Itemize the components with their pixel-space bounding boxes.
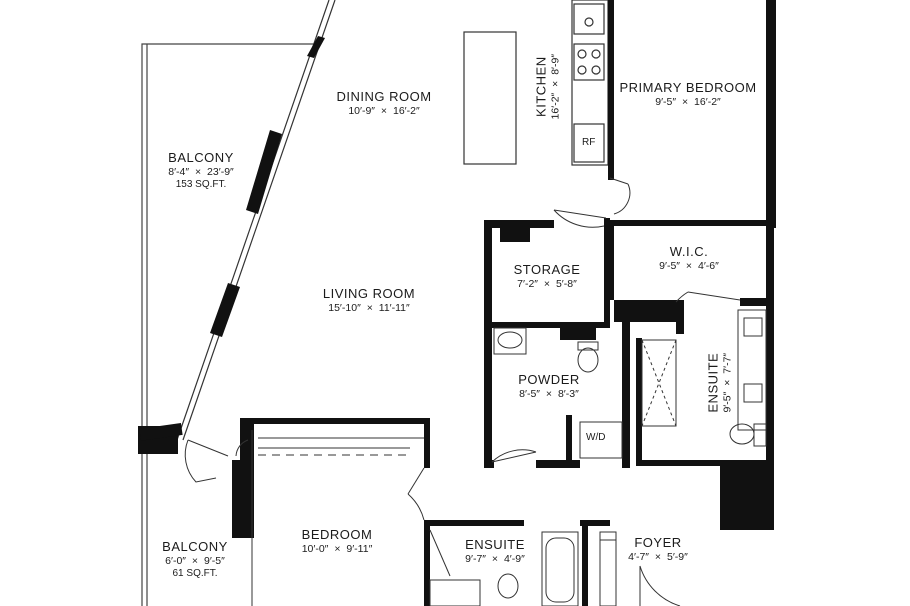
room-name: DINING ROOM [336, 89, 432, 104]
room-name: ENSUITE [465, 537, 525, 552]
room-dimensions: 10′-9″ × 16′-2″ [348, 105, 420, 118]
room-dimensions: 16′-2″ × 8′-9″ [549, 53, 562, 120]
room-dimensions: 15′-10″ × 11′-11″ [328, 302, 410, 315]
room-dimensions: 9′-5″ × 16′-2″ [655, 96, 721, 109]
room-dimensions: 6′-0″ × 9′-5″ [165, 555, 225, 568]
balcony-large-label: BALCONY 8′-4″ × 23′-9″ 153 SQ.FT. [168, 150, 234, 192]
room-name: LIVING ROOM [322, 286, 416, 301]
balcony-outline [141, 43, 318, 606]
ensuite-second-label: ENSUITE 9′-7″ × 4′-9″ [465, 537, 525, 566]
room-dimensions: 9′-5″ × 4′-6″ [659, 260, 719, 273]
bedroom-windows [251, 430, 424, 606]
room-name: STORAGE [513, 262, 581, 277]
room-dimensions: 7′-2″ × 5′-8″ [517, 278, 577, 291]
primary-bedroom-label: PRIMARY BEDROOM 9′-5″ × 16′-2″ [619, 80, 756, 109]
room-area: 153 SQ.FT. [175, 179, 227, 191]
second-ensuite-fixtures [429, 531, 617, 606]
kitchen-label: KITCHEN 16′-2″ × 8′-9″ [533, 27, 562, 147]
room-name: BALCONY [162, 539, 228, 554]
living-room-label: LIVING ROOM 15′-10″ × 11′-11″ [323, 286, 415, 315]
room-name: W.I.C. [669, 244, 709, 259]
powder-fixtures [493, 327, 623, 459]
kitchen-counter [571, 0, 609, 166]
room-name: KITCHEN [533, 56, 549, 117]
room-dimensions: 9′-5″ × 7′-7″ [721, 352, 734, 413]
room-name: ENSUITE [705, 352, 721, 413]
kitchen-island [463, 31, 517, 165]
balcony-small-label: BALCONY 6′-0″ × 9′-5″ 61 SQ.FT. [162, 539, 228, 581]
washer-dryer-label: W/D [586, 432, 606, 443]
room-dimensions: 8′-5″ × 8′-3″ [519, 388, 579, 401]
window-wall-diagonal [176, 0, 336, 441]
wic-label: W.I.C. 9′-5″ × 4′-6″ [659, 244, 719, 273]
room-dimensions: 10′-0″ × 9′-11″ [301, 543, 373, 556]
fridge-label: RF [582, 137, 596, 148]
room-name: POWDER [518, 372, 580, 387]
room-dimensions: 9′-7″ × 4′-9″ [465, 553, 525, 566]
room-dimensions: 8′-4″ × 23′-9″ [168, 166, 234, 179]
storage-label: STORAGE 7′-2″ × 5′-8″ [514, 262, 581, 291]
doors [184, 177, 741, 606]
walls [138, 0, 776, 606]
ensuite-fixtures [641, 309, 767, 447]
room-name: FOYER [634, 535, 682, 550]
room-area: 61 SQ.FT. [172, 568, 218, 580]
room-dimensions: 4′-7″ × 5′-9″ [628, 551, 688, 564]
room-name: PRIMARY BEDROOM [619, 80, 757, 95]
dining-room-label: DINING ROOM 10′-9″ × 16′-2″ [336, 89, 431, 118]
room-name: BEDROOM [301, 527, 373, 542]
foyer-label: FOYER 4′-7″ × 5′-9″ [628, 535, 688, 564]
ensuite-primary-label: ENSUITE 9′-5″ × 7′-7″ [705, 323, 734, 443]
bedroom-label: BEDROOM 10′-0″ × 9′-11″ [302, 527, 373, 556]
powder-label: POWDER 8′-5″ × 8′-3″ [518, 372, 580, 401]
room-name: BALCONY [168, 150, 234, 165]
